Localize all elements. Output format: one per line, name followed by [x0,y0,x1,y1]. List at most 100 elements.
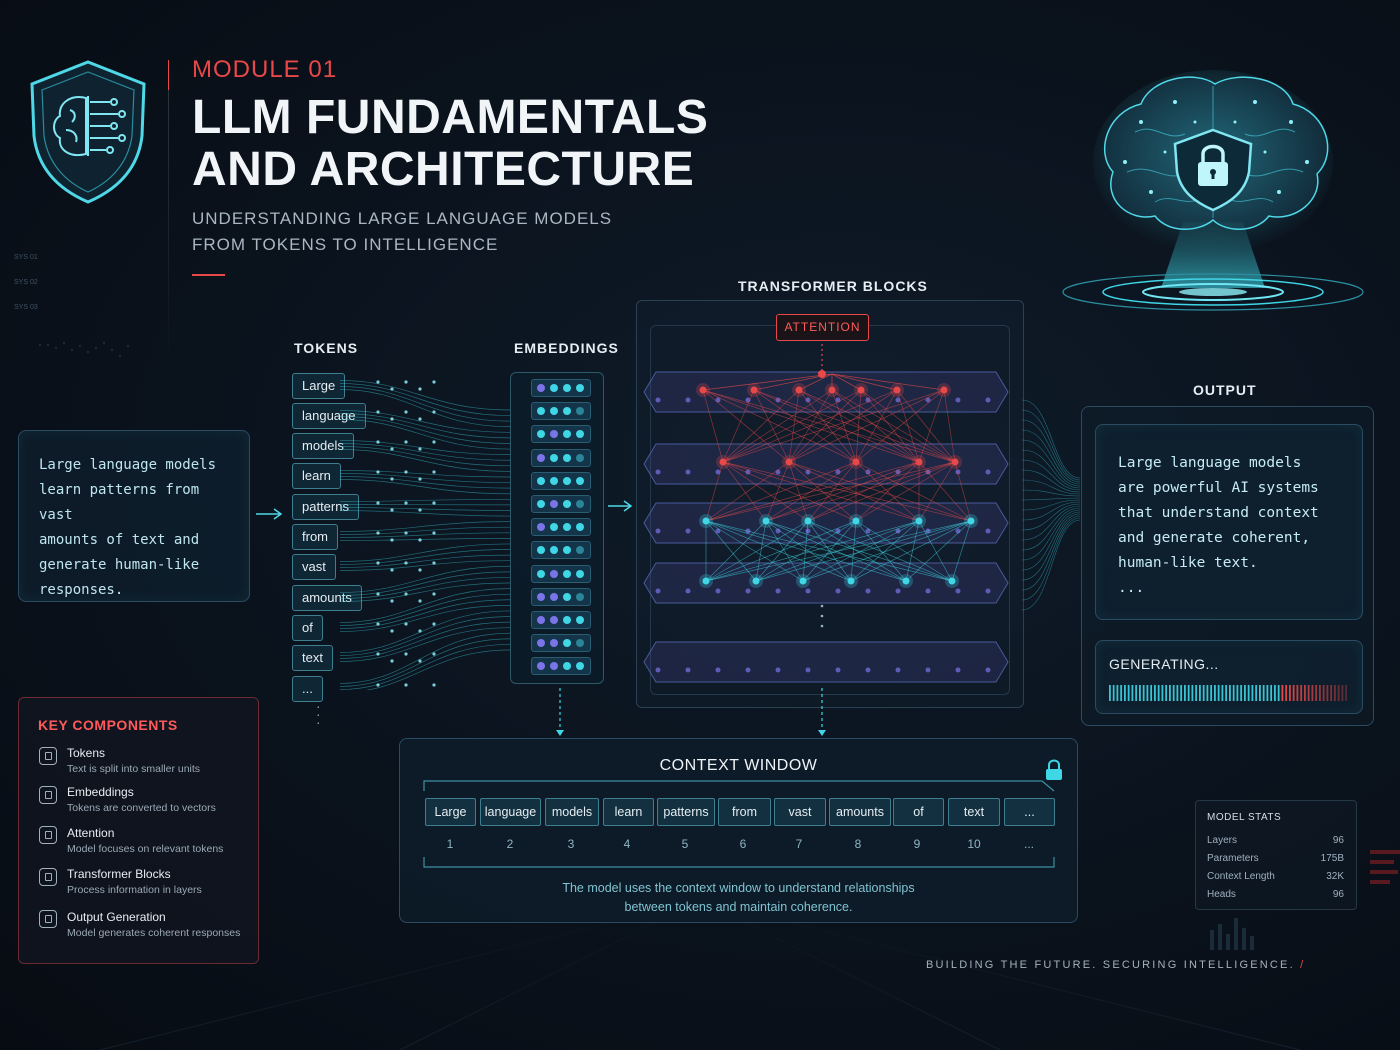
progress-fill-tick [1251,685,1254,701]
embedding-value [550,407,558,416]
embedding-value [576,453,584,462]
input-line: amounts of text and [39,532,200,548]
output-flow-line [1022,515,1081,591]
progress-fill-tick [1244,685,1246,701]
sys-readout: SYS 01 SYS 02 SYS 03 [14,254,38,311]
layer-unit [985,397,991,403]
attention-link [722,389,898,463]
ellipsis-dot [820,614,824,618]
progress-fill-tick [1154,685,1156,701]
embedding-vector [531,611,591,629]
attention-link [788,461,809,522]
component-desc: Model generates coherent responses [67,927,241,939]
progress-fill-tick [1274,685,1276,701]
embedding-value [537,592,545,601]
attention-link [753,389,920,463]
component-desc: Model focuses on relevant tokens [67,843,224,855]
embedding-value [537,639,545,648]
context-token: vast [774,798,826,826]
flow-particle [418,568,422,572]
attention-link [755,520,767,582]
attention-link [850,520,857,582]
progress-fill-tick [1255,685,1258,701]
output-flow-line [1022,479,1081,495]
attention-link [918,461,956,522]
model-stats-title: MODEL STATS [1207,812,1282,823]
embedding-icon [39,786,57,804]
progress-fill-tick [1210,685,1213,701]
layer-unit [865,528,871,534]
progress-remaining-tick [1322,685,1325,701]
input-line: generate human-like [39,557,200,573]
attention-link [702,373,833,391]
layer-unit [655,397,661,403]
flow-particle [418,659,422,663]
component-name: Transformer Blocks [67,867,171,881]
attention-link [905,520,920,582]
progress-fill-tick [1221,685,1224,701]
output-flow-line [1022,519,1081,611]
progress-fill-tick [1247,685,1250,701]
attention-link [753,389,956,463]
layer-unit [655,528,661,534]
position-number: 5 [681,837,689,851]
attention-link [705,461,724,522]
attention-link [831,389,920,463]
network-node [893,386,901,394]
flow-particle [418,629,422,633]
progress-fill-tick [1202,685,1205,701]
attention-link [705,520,767,582]
attention-link [753,389,790,463]
flow-particle [376,410,380,414]
flow-line [340,577,511,599]
stat-value: 32K [1326,871,1344,882]
embedding-value [576,384,584,392]
flow-particle [418,538,422,542]
output-line: human-like text. [1118,555,1258,571]
layer-unit [745,667,751,673]
arrow-right-icon [608,500,633,512]
layer-unit [985,469,991,475]
flow-particle [432,622,436,626]
output-flow-line [1022,517,1081,601]
context-token: Large [425,798,476,826]
flow-line [340,416,511,444]
progress-fill-tick [1150,685,1153,701]
token-chip: of [292,615,323,641]
embedding-value [563,476,571,485]
transformer-layer [643,371,1009,413]
flow-particle [376,622,380,626]
attention-link [722,389,862,463]
embedding-value [563,430,571,439]
attention-link [765,520,804,582]
ellipsis-dot [820,624,824,628]
flow-particle [390,447,394,451]
transformer-box [636,300,1024,708]
progress-fill-tick [1184,685,1186,701]
flow-line [340,410,511,433]
flow-line [340,510,511,517]
output-line: ... [1118,580,1145,596]
network-node [902,577,910,585]
token-icon [39,747,57,765]
arrow-right-icon [256,508,283,520]
component-desc: Tokens are converted to vectors [67,802,216,814]
attention-link [855,461,920,522]
network-node [857,386,865,394]
attention-link [850,520,972,582]
attention-link [765,461,790,522]
embedding-value [576,662,584,671]
flow-line [340,571,511,596]
flow-particle [404,561,408,565]
flow-particle [432,501,436,505]
network-node [852,458,860,466]
flow-particle [390,417,394,421]
network-node [785,458,793,466]
subtitle-line: UNDERSTANDING LARGE LANGUAGE MODELS [192,209,613,228]
embedding-value [576,569,584,578]
flow-line [340,419,511,450]
generation-progress-bar [1109,685,1348,701]
network-node [795,386,803,394]
progress-remaining-tick [1281,685,1284,701]
progress-fill-tick [1187,685,1190,701]
